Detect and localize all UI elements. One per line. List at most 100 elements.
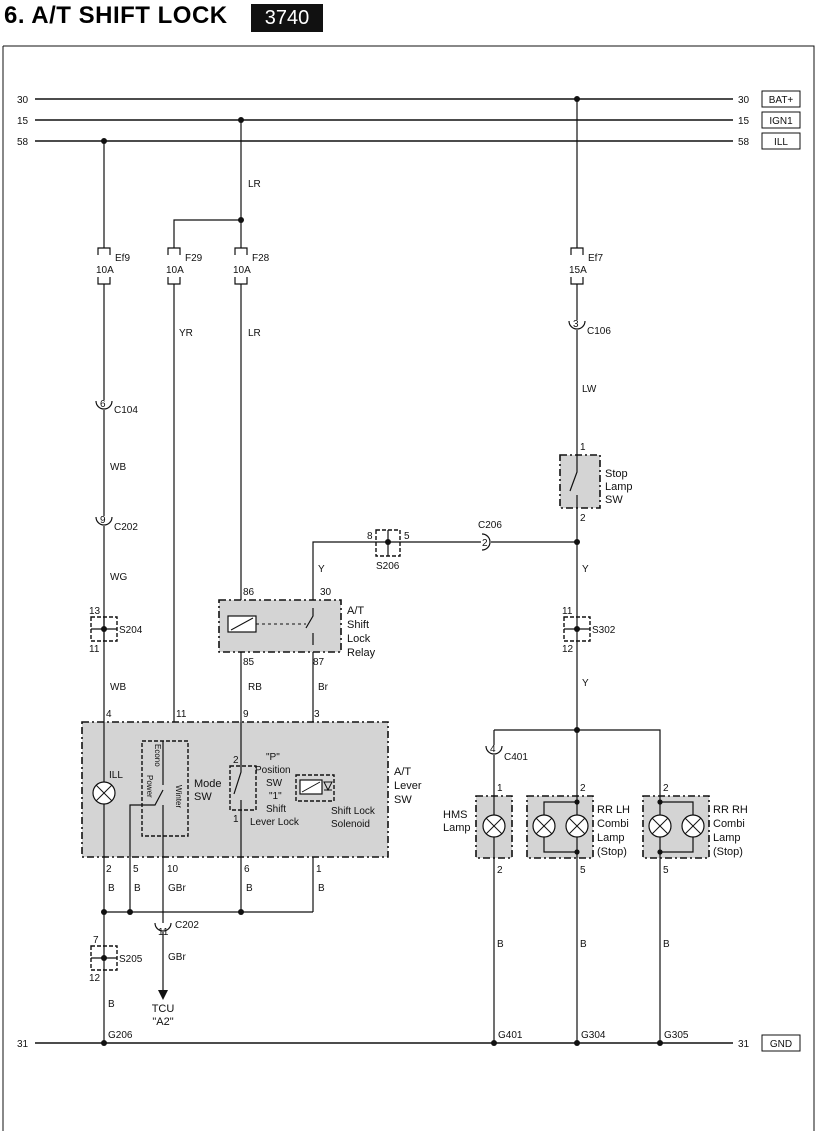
svg-text:6: 6 bbox=[244, 864, 250, 875]
page-header: 6. A/T SHIFT LOCK 3740 bbox=[0, 0, 816, 40]
relay-contact bbox=[305, 608, 314, 645]
svg-text:1: 1 bbox=[316, 864, 322, 875]
wire-color-label: GBr bbox=[168, 952, 186, 963]
wire-color-label: GBr bbox=[168, 883, 186, 894]
wire-color-label: B bbox=[497, 939, 504, 950]
svg-text:F28: F28 bbox=[252, 253, 270, 264]
svg-text:SW: SW bbox=[605, 494, 623, 506]
svg-text:Shift Lock: Shift Lock bbox=[331, 806, 376, 817]
svg-text:1: 1 bbox=[580, 442, 586, 453]
p-position-switch: 2 1 "P" Position SW "1" Shift Lever Lock bbox=[229, 722, 300, 857]
wire-color-label: LW bbox=[582, 384, 597, 395]
rail-gnd-right-number: 31 bbox=[738, 1039, 750, 1050]
svg-text:11: 11 bbox=[562, 606, 573, 617]
svg-text:15A: 15A bbox=[569, 265, 587, 276]
svg-text:Lamp: Lamp bbox=[597, 832, 625, 844]
svg-text:2: 2 bbox=[580, 783, 586, 794]
connector-c401: 4 C401 bbox=[485, 744, 528, 763]
svg-text:"1": "1" bbox=[269, 791, 282, 802]
svg-text:F29: F29 bbox=[185, 253, 203, 264]
svg-text:9: 9 bbox=[100, 515, 106, 526]
tcu-terminal: TCU "A2" bbox=[152, 990, 174, 1028]
connector-c202: 9 C202 bbox=[95, 515, 138, 533]
svg-text:ILL: ILL bbox=[109, 770, 123, 781]
svg-text:5: 5 bbox=[133, 864, 139, 875]
svg-text:A/T: A/T bbox=[394, 766, 411, 778]
shift-lock-solenoid: Shift Lock Solenoid bbox=[295, 774, 376, 830]
rail-ill-name: ILL bbox=[774, 137, 788, 148]
wire-color-label: B bbox=[246, 883, 253, 894]
ground-label-g401: G401 bbox=[498, 1030, 523, 1041]
svg-text:(Stop): (Stop) bbox=[597, 846, 627, 858]
rr-lh-combi-lamp: 2 5 RR LH Combi Lamp (Stop) bbox=[526, 783, 630, 876]
rail-bat-left-number: 30 bbox=[17, 95, 29, 106]
svg-text:2: 2 bbox=[663, 783, 669, 794]
svg-text:5: 5 bbox=[404, 531, 410, 542]
svg-text:C202: C202 bbox=[175, 920, 199, 931]
svg-text:30: 30 bbox=[320, 587, 332, 598]
ill-lamp-icon bbox=[92, 722, 116, 857]
svg-text:7: 7 bbox=[93, 935, 99, 946]
svg-text:4: 4 bbox=[490, 744, 496, 755]
svg-text:RR LH: RR LH bbox=[597, 804, 630, 816]
svg-text:Ef7: Ef7 bbox=[588, 253, 603, 264]
svg-text:12: 12 bbox=[89, 973, 101, 984]
svg-text:Stop: Stop bbox=[605, 468, 628, 480]
junction-dot bbox=[574, 539, 580, 545]
svg-text:5: 5 bbox=[663, 865, 669, 876]
svg-text:2: 2 bbox=[497, 865, 503, 876]
rail-bat: 30 30 BAT+ bbox=[17, 90, 801, 108]
svg-text:3: 3 bbox=[573, 319, 579, 330]
svg-text:Lever Lock: Lever Lock bbox=[250, 817, 300, 828]
svg-text:Combi: Combi bbox=[713, 818, 745, 830]
junction-dot bbox=[574, 727, 580, 733]
arrow-down-icon bbox=[158, 990, 168, 1000]
mode-switch: Econo Power Winter Mode SW bbox=[129, 740, 222, 857]
svg-text:Mode: Mode bbox=[194, 778, 222, 790]
wire-color-label: WB bbox=[110, 462, 126, 473]
svg-text:8: 8 bbox=[367, 531, 373, 542]
page-title: 6. A/T SHIFT LOCK bbox=[4, 2, 228, 29]
section-code-badge: 3740 bbox=[251, 4, 323, 32]
svg-text:Shift: Shift bbox=[347, 619, 369, 631]
rail-gnd-tag bbox=[761, 1034, 801, 1052]
junction-dot bbox=[238, 909, 244, 915]
svg-text:1: 1 bbox=[497, 783, 503, 794]
rail-ign1-name: IGN1 bbox=[769, 116, 793, 127]
wire-color-label: B bbox=[580, 939, 587, 950]
svg-text:HMS: HMS bbox=[443, 809, 467, 821]
svg-text:6: 6 bbox=[100, 399, 106, 410]
svg-text:Relay: Relay bbox=[347, 647, 376, 659]
svg-text:Power: Power bbox=[145, 775, 154, 798]
wire-color-label: B bbox=[663, 939, 670, 950]
svg-text:SW: SW bbox=[194, 791, 212, 803]
svg-text:12: 12 bbox=[562, 644, 574, 655]
wire-color-label: B bbox=[318, 883, 325, 894]
wire-color-label: WB bbox=[110, 682, 126, 693]
junction-dot bbox=[238, 217, 244, 223]
wire-color-label: Y bbox=[582, 564, 589, 575]
rail-gnd-name: GND bbox=[770, 1039, 792, 1050]
rail-ign1-tag bbox=[761, 111, 801, 129]
fuse-f29: F29 10A bbox=[166, 247, 203, 285]
svg-text:4: 4 bbox=[106, 709, 112, 720]
svg-text:SW: SW bbox=[394, 794, 412, 806]
svg-text:A/T: A/T bbox=[347, 605, 364, 617]
svg-text:85: 85 bbox=[243, 657, 255, 668]
connector-c106: 3 C106 bbox=[568, 319, 611, 337]
ground-label-g206: G206 bbox=[108, 1030, 133, 1041]
rail-bat-tag bbox=[761, 90, 801, 108]
svg-text:Lever: Lever bbox=[394, 780, 422, 792]
svg-text:Lamp: Lamp bbox=[713, 832, 741, 844]
svg-text:2: 2 bbox=[233, 755, 239, 766]
junction-dot bbox=[127, 909, 133, 915]
ground-dot bbox=[657, 1040, 663, 1046]
svg-text:C206: C206 bbox=[478, 520, 502, 531]
svg-text:S206: S206 bbox=[376, 561, 400, 572]
rail-ign1-left-number: 15 bbox=[17, 116, 29, 127]
splice-s204: 13 11 S204 bbox=[89, 606, 143, 655]
svg-text:SW: SW bbox=[266, 778, 283, 789]
svg-text:S302: S302 bbox=[592, 625, 616, 636]
wire-color-label: YR bbox=[179, 328, 193, 339]
